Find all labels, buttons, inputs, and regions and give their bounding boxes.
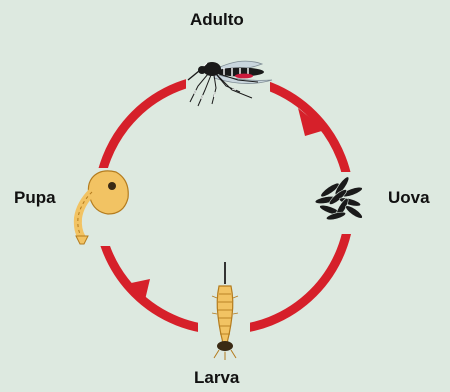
stage-label-eggs: Uova [388,188,430,208]
stage-label-pupa: Pupa [14,188,56,208]
stage-label-larva: Larva [194,368,239,388]
stage-label-adult: Adulto [190,10,244,30]
